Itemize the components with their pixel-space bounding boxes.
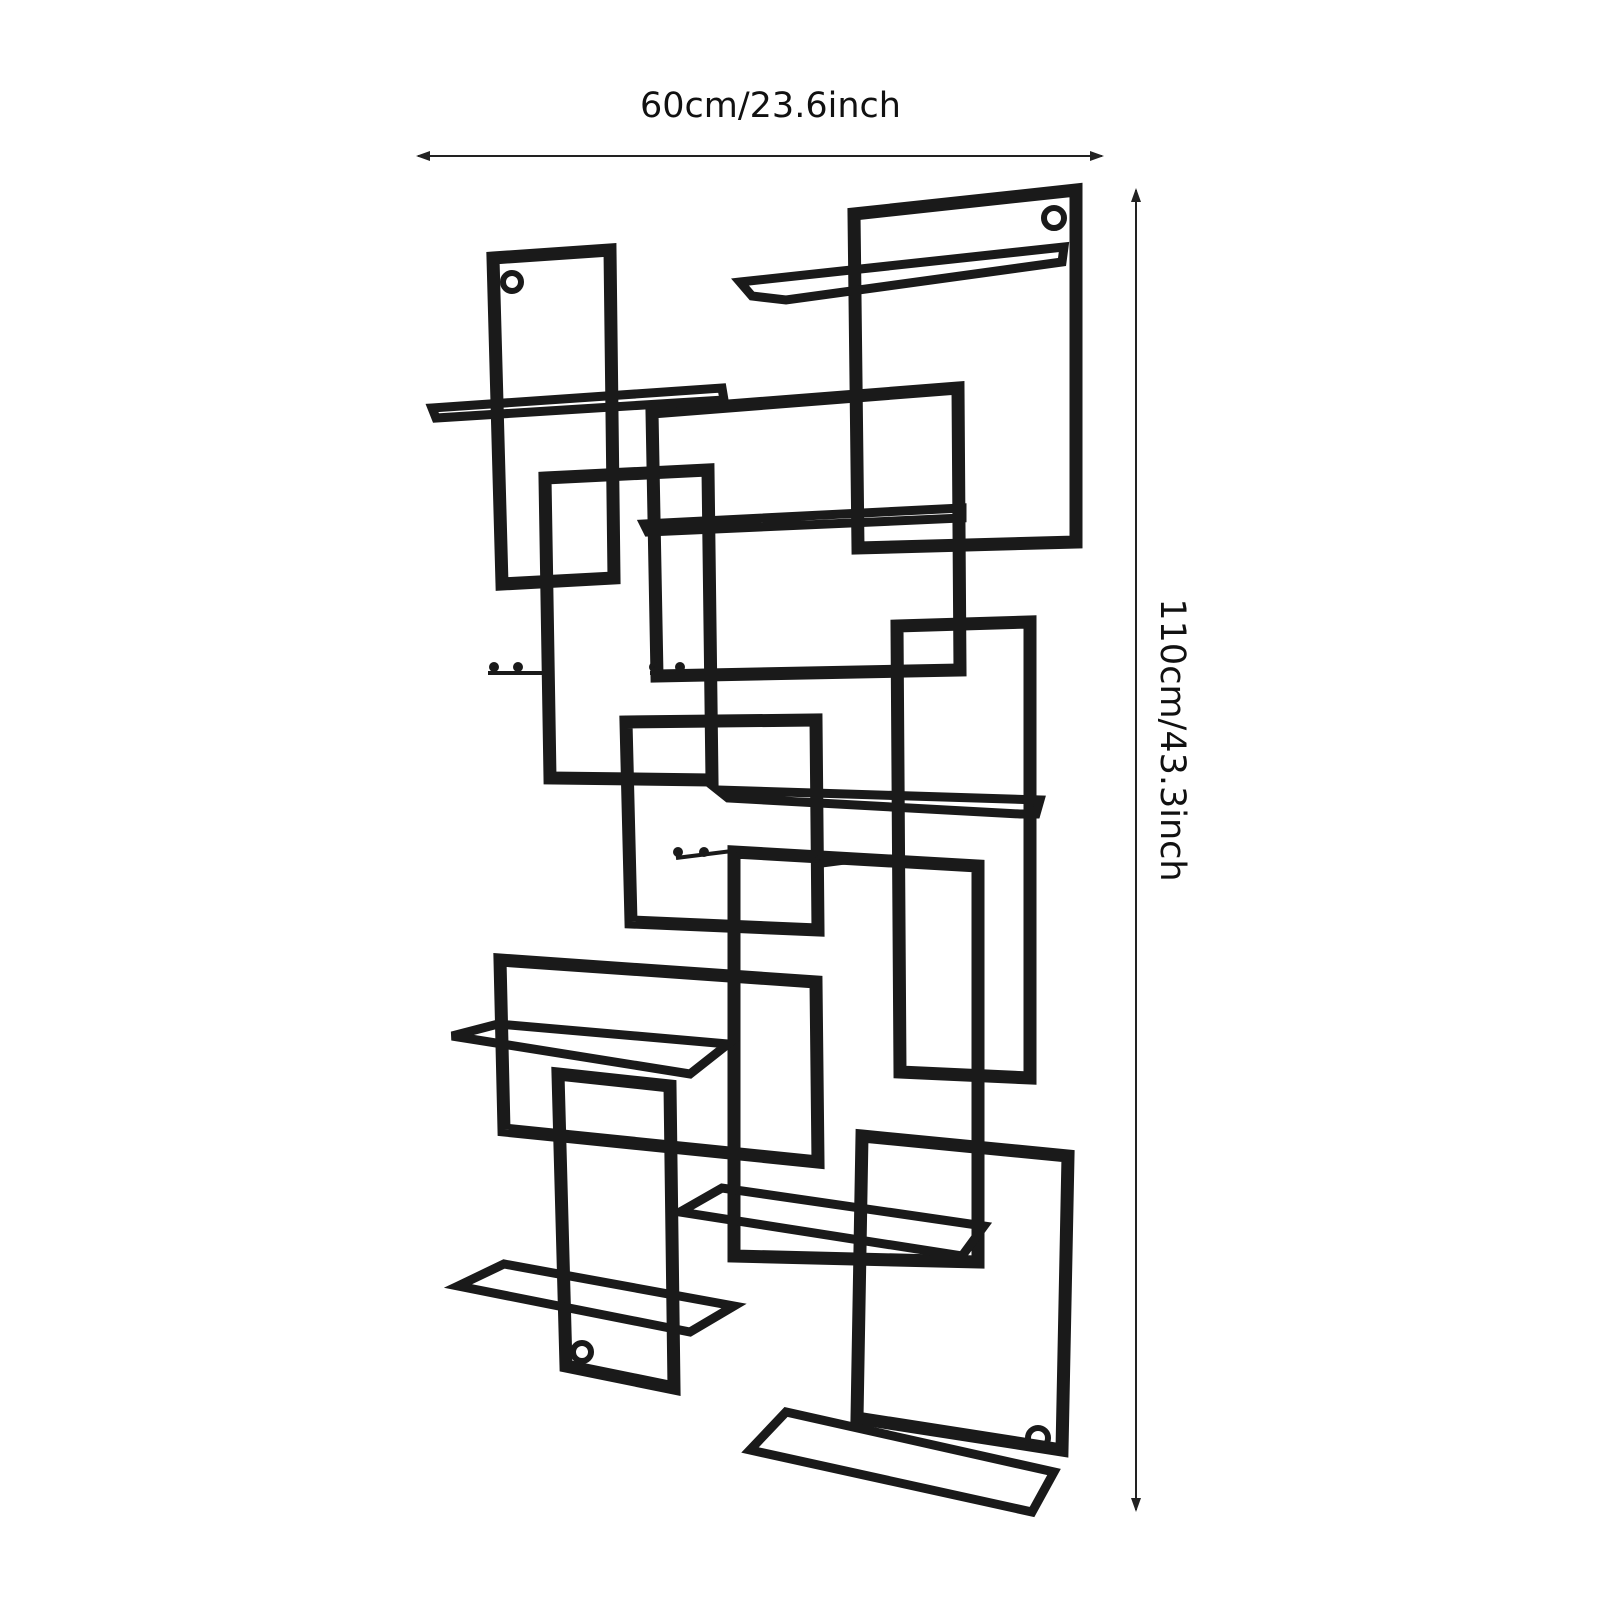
frame-center-right (727, 845, 985, 1269)
frame-bottom-left (551, 1066, 681, 1396)
shelf-bottom-left (443, 1259, 747, 1337)
frame-top-left (486, 243, 621, 591)
glass-hooks (488, 662, 881, 868)
hook-knob-icon (815, 855, 825, 865)
frame-right-tall (890, 615, 1037, 1085)
shelf-lower-center (666, 1183, 993, 1261)
frame-center (619, 713, 825, 937)
frame-bottom-right (850, 1128, 1075, 1458)
hook-knob-icon (675, 662, 685, 672)
mounting-hole-icon (1041, 205, 1067, 231)
width-dimension-label: 60cm/23.6inch (640, 86, 901, 126)
metal-frame (486, 182, 1083, 1458)
hook-knob-icon (489, 662, 499, 672)
shelves (425, 241, 1070, 1518)
mounting-hole-icon (570, 1340, 594, 1364)
frame-left-tall (538, 463, 719, 787)
hook-knob-icon (847, 855, 857, 865)
mounting-hole-icon (1025, 1425, 1051, 1451)
shelf-upper-left (425, 383, 730, 423)
mounting-hole-icon (500, 270, 524, 294)
hook-knob-icon (513, 662, 523, 672)
frame-top-right (847, 182, 1083, 555)
shelf-lower-left (450, 1019, 740, 1079)
hook-knob-icon (649, 662, 659, 672)
hook-knob-icon (699, 847, 709, 857)
shelf-top-right (731, 241, 1070, 305)
mounting-holes (500, 205, 1067, 1451)
shelf-middle (636, 503, 967, 537)
shelf-middle-right (704, 785, 1046, 819)
frame-middle-wide (645, 380, 967, 683)
frame-lower-left (493, 953, 825, 1170)
shelf-bottom-right (741, 1407, 1061, 1518)
hook-knob-icon (673, 847, 683, 857)
height-dimension-label: 110cm/43.3inch (1152, 598, 1192, 882)
